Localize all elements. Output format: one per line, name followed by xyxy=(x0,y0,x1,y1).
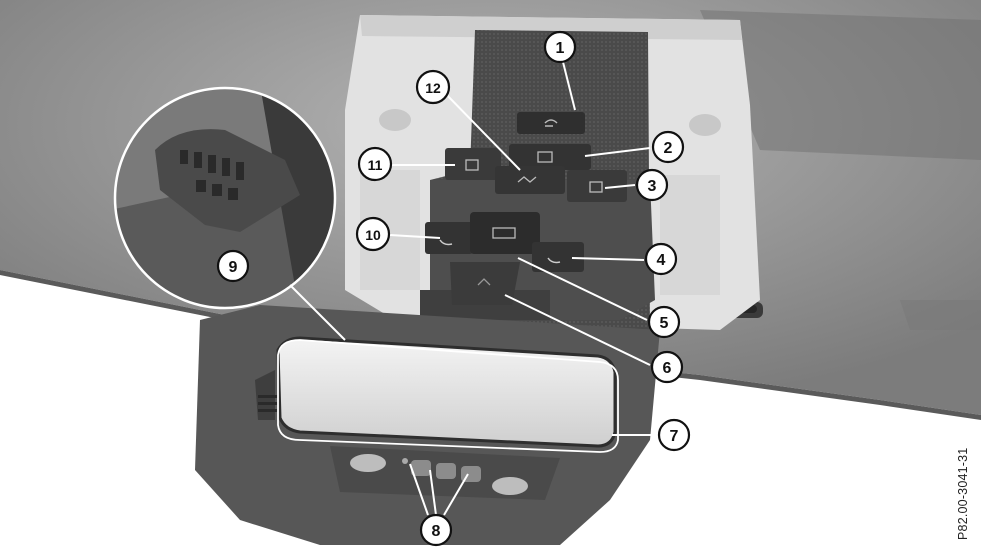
svg-text:8: 8 xyxy=(432,523,441,540)
callout-7: 7 xyxy=(657,418,691,452)
callout-leader-lines xyxy=(389,61,657,516)
callout-3: 3 xyxy=(635,168,669,202)
callout-4: 4 xyxy=(644,242,678,276)
svg-text:4: 4 xyxy=(657,252,666,269)
sliding-sunroof-icon xyxy=(517,112,585,134)
automatic-interior-light-icon xyxy=(470,212,540,254)
callout-5: 5 xyxy=(647,305,681,339)
end-call-icon xyxy=(532,242,584,272)
callout-2: 2 xyxy=(651,130,685,164)
sos-button-icon xyxy=(450,262,520,305)
callout-9: 9 xyxy=(216,249,250,283)
callouts: 1 2 3 4 5 6 7 8 9 10 11 12 xyxy=(216,30,691,547)
callout-6: 6 xyxy=(650,350,684,384)
callout-11: 11 xyxy=(357,146,393,182)
svg-text:11: 11 xyxy=(368,157,383,173)
microphone-icon xyxy=(155,129,300,232)
roller-sunblind-icon xyxy=(276,336,617,448)
svg-text:2: 2 xyxy=(664,140,673,157)
magnified-microphone-inset xyxy=(113,86,346,341)
interior-lighting-icon xyxy=(495,166,565,194)
callout-12: 12 xyxy=(415,69,451,105)
svg-text:9: 9 xyxy=(229,259,238,276)
callout-8: 8 xyxy=(419,513,453,547)
figure-code: P82.00-3041-31 xyxy=(956,447,970,540)
svg-text:12: 12 xyxy=(425,80,441,96)
sos-button-icon-2 xyxy=(436,463,456,479)
right-reading-lamp-icon xyxy=(567,170,627,202)
rear-window-blind-icon xyxy=(509,144,591,170)
roadside-assistance-icon xyxy=(411,460,431,476)
svg-text:7: 7 xyxy=(670,428,679,445)
svg-text:3: 3 xyxy=(648,178,657,195)
callout-1: 1 xyxy=(543,30,577,64)
telephone-icon xyxy=(425,222,473,254)
left-reading-lamp-icon xyxy=(445,148,501,180)
svg-text:6: 6 xyxy=(663,360,672,377)
svg-text:1: 1 xyxy=(556,40,565,57)
switch-buttons xyxy=(425,112,627,305)
callout-10: 10 xyxy=(355,216,391,252)
sos-roadside-strip xyxy=(330,446,560,500)
svg-text:10: 10 xyxy=(365,227,381,243)
svg-text:5: 5 xyxy=(660,315,669,332)
